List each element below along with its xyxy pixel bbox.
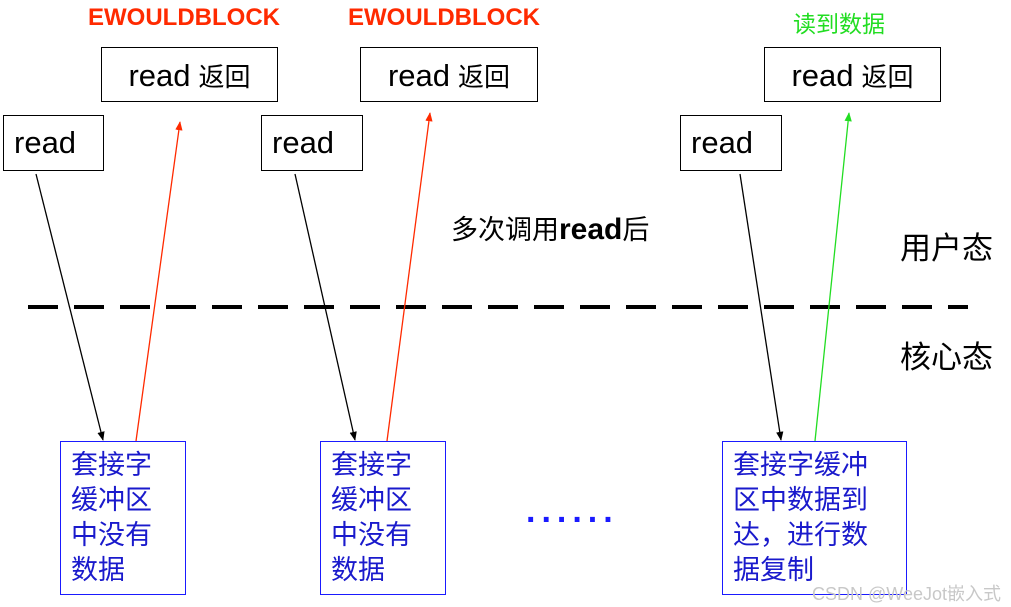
read-return-keyword: read xyxy=(791,58,854,93)
call-arrow-1 xyxy=(35,173,105,441)
ellipsis-dots: ...... xyxy=(526,492,619,530)
after-multiple-read-prefix: 多次调用 xyxy=(451,215,559,246)
fail-return-arrow-1 xyxy=(135,121,183,442)
ewouldblock-label-2: EWOULDBLOCK xyxy=(348,4,540,31)
call-arrow-2 xyxy=(294,173,357,441)
socket-buffer-box-3: 套接字缓冲 区中数据到 达，进行数 据复制 xyxy=(722,441,907,595)
buffer-text-line: 中没有 xyxy=(331,520,412,551)
watermark-text: CSDN @WeeJot嵌入式 xyxy=(812,584,1001,604)
after-multiple-read-suffix: 后 xyxy=(622,215,650,246)
read-return-text: 返回 xyxy=(861,63,914,93)
read-call-box-1: read xyxy=(3,115,104,171)
socket-buffer-box-1: 套接字 缓冲区 中没有 数据 xyxy=(60,441,186,595)
kernel-mode-label: 核心态 xyxy=(900,340,993,376)
after-multiple-read-keyword: read xyxy=(559,213,623,246)
buffer-text-line: 套接字 xyxy=(71,450,152,481)
socket-buffer-box-2: 套接字 缓冲区 中没有 数据 xyxy=(320,441,446,595)
buffer-text-line: 数据 xyxy=(71,555,125,586)
read-return-keyword: read xyxy=(387,58,451,93)
read-call-box-3: read xyxy=(680,115,782,171)
buffer-text-line: 套接字 xyxy=(331,450,412,481)
buffer-text-line: 区中数据到 xyxy=(733,485,868,516)
data-read-label: 读到数据 xyxy=(793,12,885,38)
ewouldblock-label-1: EWOULDBLOCK xyxy=(88,4,280,31)
read-call-box-2: read xyxy=(261,115,363,171)
read-return-keyword: read xyxy=(128,58,191,93)
buffer-text-line: 套接字缓冲 xyxy=(733,450,868,481)
buffer-text-line: 缓冲区 xyxy=(71,485,152,516)
buffer-text-line: 据复制 xyxy=(733,555,814,586)
read-return-text: 返回 xyxy=(198,63,251,93)
success-return-arrow xyxy=(814,112,852,442)
buffer-text-line: 缓冲区 xyxy=(331,485,412,516)
buffer-text-line: 数据 xyxy=(331,555,385,586)
fail-return-arrow-2 xyxy=(386,112,433,442)
buffer-text-line: 达，进行数 xyxy=(733,520,868,551)
read-return-text: 返回 xyxy=(458,63,511,93)
buffer-text-line: 中没有 xyxy=(71,520,152,551)
after-multiple-read-label: 多次调用read后 xyxy=(451,208,649,247)
call-arrow-3 xyxy=(739,173,784,441)
user-mode-label: 用户态 xyxy=(900,231,993,267)
